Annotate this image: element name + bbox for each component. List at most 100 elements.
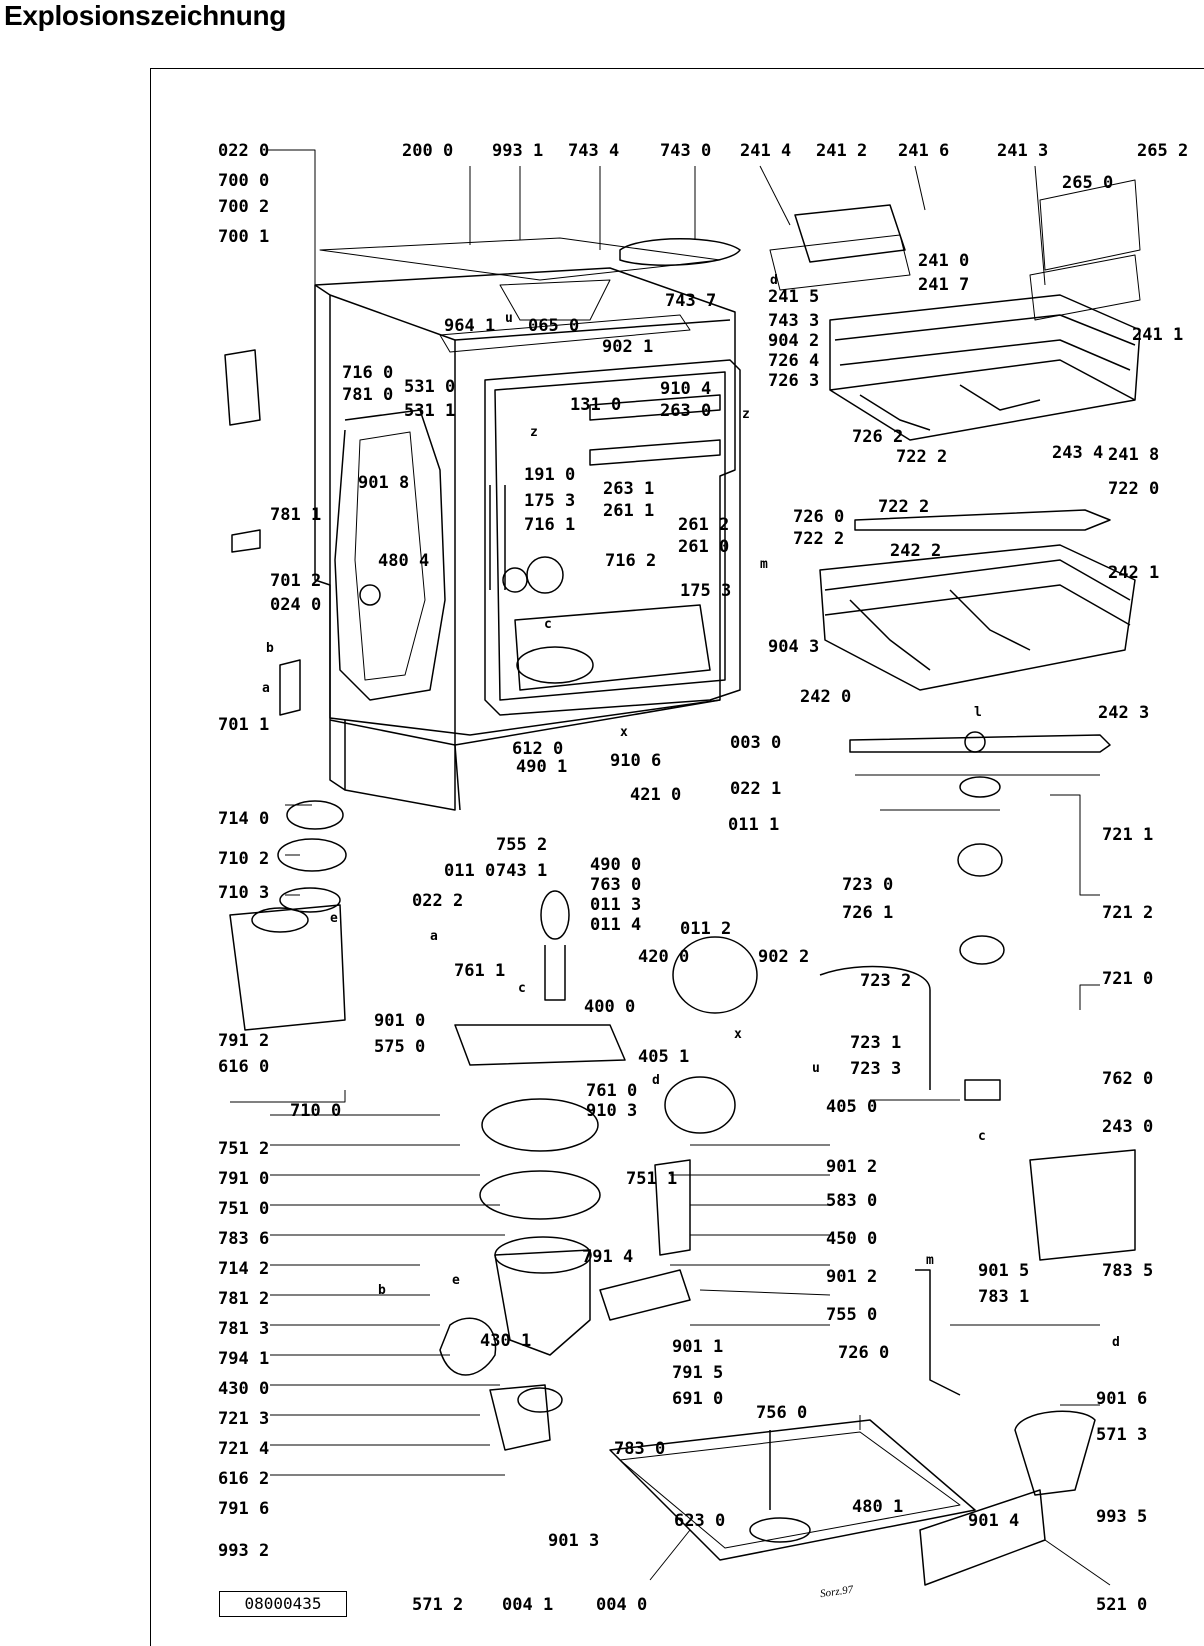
part-label: 710 2 (218, 849, 269, 869)
part-label: 241 4 (740, 141, 791, 161)
part-label: 241 8 (1108, 445, 1159, 465)
part-label: 781 0 (342, 385, 393, 405)
part-label: 756 0 (756, 1403, 807, 1423)
part-label: 910 3 (586, 1101, 637, 1121)
part-label: 904 2 (768, 331, 819, 351)
part-label: 783 6 (218, 1229, 269, 1249)
connection-letter: x (620, 725, 628, 740)
part-label: 763 0 (590, 875, 641, 895)
part-label: 755 0 (826, 1305, 877, 1325)
part-label: 243 0 (1102, 1117, 1153, 1137)
baskets-drawing (619, 179, 1141, 753)
part-label: 175 3 (524, 491, 575, 511)
part-label: 901 5 (978, 1261, 1029, 1281)
part-label: 261 1 (603, 501, 654, 521)
part-label: 762 0 (1102, 1069, 1153, 1089)
part-label: 430 0 (218, 1379, 269, 1399)
connection-letter: d (1112, 1335, 1120, 1350)
connection-letter: z (530, 425, 538, 440)
part-label: 022 0 (218, 141, 269, 161)
connection-letter: m (760, 557, 768, 572)
part-label: 722 2 (896, 447, 947, 467)
part-label: 726 0 (838, 1343, 889, 1363)
part-label: 004 0 (596, 1595, 647, 1615)
part-label: 794 1 (218, 1349, 269, 1369)
connection-letter: e (330, 911, 338, 926)
connection-letter: m (926, 1253, 934, 1268)
part-label: 616 2 (218, 1469, 269, 1489)
part-label: 022 1 (730, 779, 781, 799)
part-label: 241 5 (768, 287, 819, 307)
part-label: 571 2 (412, 1595, 463, 1615)
part-label: 241 2 (816, 141, 867, 161)
connection-letter: l (974, 705, 982, 720)
part-label: 723 3 (850, 1059, 901, 1079)
pump-drawing (439, 890, 758, 1451)
connection-letter: b (378, 1283, 386, 1298)
part-label: 781 1 (270, 505, 321, 525)
part-label: 791 2 (218, 1031, 269, 1051)
softener-drawing (224, 349, 347, 1031)
connection-letter: a (430, 929, 438, 944)
part-label: 131 0 (570, 395, 621, 415)
part-label: 964 1 (444, 316, 495, 336)
part-label: 241 3 (997, 141, 1048, 161)
part-label: 783 0 (614, 1439, 665, 1459)
part-label: 901 2 (826, 1157, 877, 1177)
part-label: 261 2 (678, 515, 729, 535)
part-label: 791 6 (218, 1499, 269, 1519)
connection-letter: c (544, 617, 552, 632)
part-label: 241 7 (918, 275, 969, 295)
part-label: 480 1 (852, 1497, 903, 1517)
part-label: 263 0 (660, 401, 711, 421)
part-label: 011 1 (728, 815, 779, 835)
part-label: 723 1 (850, 1033, 901, 1053)
connection-letter: u (505, 311, 513, 326)
part-label: 743 4 (568, 141, 619, 161)
leader-lines (230, 149, 1111, 1586)
part-label: 003 0 (730, 733, 781, 753)
part-label: 575 0 (374, 1037, 425, 1057)
part-label: 791 4 (582, 1247, 633, 1267)
right-column-drawing (819, 776, 1005, 1101)
part-label: 242 1 (1108, 563, 1159, 583)
drawing-frame (150, 68, 1204, 1646)
part-label: 011 4 (590, 915, 641, 935)
part-label: 791 5 (672, 1363, 723, 1383)
part-label: 261 0 (678, 537, 729, 557)
part-label: 743 3 (768, 311, 819, 331)
part-label: 242 0 (800, 687, 851, 707)
part-label: 263 1 (603, 479, 654, 499)
part-label: 726 1 (842, 903, 893, 923)
part-label: 721 1 (1102, 825, 1153, 845)
part-label: 430 1 (480, 1331, 531, 1351)
part-label: 700 2 (218, 197, 269, 217)
part-label: 721 2 (1102, 903, 1153, 923)
part-label: 531 1 (404, 401, 455, 421)
part-label: 781 2 (218, 1289, 269, 1309)
part-label: 761 1 (454, 961, 505, 981)
part-label: 726 4 (768, 351, 819, 371)
part-label: 781 3 (218, 1319, 269, 1339)
part-label: 242 2 (890, 541, 941, 561)
part-label: 612 0 (512, 739, 563, 759)
part-label: 011 0 (444, 861, 495, 881)
part-label: 716 1 (524, 515, 575, 535)
part-label: 761 0 (586, 1081, 637, 1101)
part-label: 721 3 (218, 1409, 269, 1429)
part-label: 242 3 (1098, 703, 1149, 723)
part-label: 755 2 (496, 835, 547, 855)
part-label: 241 1 (1132, 325, 1183, 345)
part-label: 011 3 (590, 895, 641, 915)
part-label: 024 0 (270, 595, 321, 615)
part-label: 421 0 (630, 785, 681, 805)
part-label: 065 0 (528, 316, 579, 336)
part-label: 901 1 (672, 1337, 723, 1357)
part-label: 721 0 (1102, 969, 1153, 989)
part-label: 743 1 (496, 861, 547, 881)
part-label: 910 6 (610, 751, 661, 771)
connection-letter: d (770, 273, 778, 288)
part-label: 751 1 (626, 1169, 677, 1189)
connection-letter: a (262, 681, 270, 696)
